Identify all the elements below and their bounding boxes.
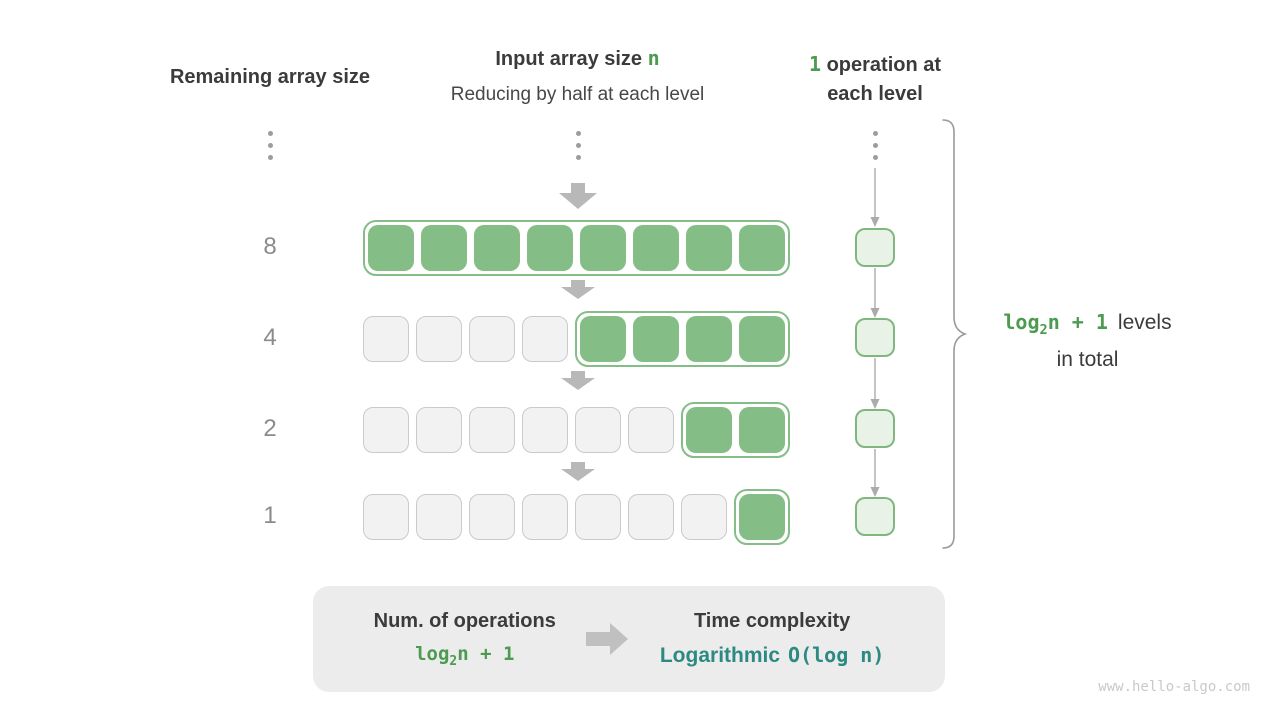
complexity-summary: Time complexity Logarithmic O(log n)	[660, 610, 885, 668]
thin-down-arrow-icon	[870, 268, 880, 318]
active-subarray-group	[681, 402, 790, 458]
active-subarray-group	[363, 220, 790, 276]
array-cell-empty	[628, 407, 674, 453]
array-cell-empty	[363, 494, 409, 540]
levels-total-label: log2n + 1 levels in total	[975, 307, 1200, 375]
array-cell-active	[739, 407, 785, 453]
array-cell-empty	[469, 494, 515, 540]
right-arrow-icon	[585, 623, 628, 655]
levels-formula: log2n + 1	[1003, 310, 1108, 338]
levels-word-2: in total	[1056, 348, 1119, 371]
down-arrow-icon	[561, 462, 595, 481]
array-cell-active	[739, 494, 785, 540]
array-cell-empty	[416, 494, 462, 540]
thin-down-arrow-icon	[870, 358, 880, 409]
array-cell-empty	[522, 407, 568, 453]
array-row-level-2	[363, 402, 790, 458]
down-arrow-icon	[559, 183, 597, 209]
thin-down-arrow-icon	[870, 168, 880, 227]
array-row-level-1	[363, 489, 790, 545]
input-size-variable: n	[647, 46, 660, 70]
operation-box	[855, 409, 895, 448]
complexity-class: Logarithmic	[659, 644, 781, 667]
down-arrow-icon	[561, 371, 595, 390]
input-size-header-text: Input array size	[495, 48, 643, 70]
array-cell-active	[368, 225, 414, 271]
thin-down-arrow-icon	[870, 449, 880, 497]
summary-box: Num. of operations log2n + 1 Time comple…	[313, 586, 945, 692]
operations-header-count: 1	[808, 52, 822, 76]
array-cell-empty	[363, 316, 409, 362]
array-cell-active	[686, 407, 732, 453]
array-cell-empty	[575, 407, 621, 453]
operation-box	[855, 497, 895, 536]
watermark: www.hello-algo.com	[1098, 679, 1250, 695]
array-cell-empty	[416, 407, 462, 453]
array-row-level-8	[363, 220, 790, 276]
active-subarray-group	[734, 489, 790, 545]
array-cell-empty	[575, 494, 621, 540]
array-cell-active	[739, 225, 785, 271]
remaining-size-header: Remaining array size	[169, 66, 371, 88]
complexity-formula: O(log n)	[788, 643, 885, 667]
vertical-ellipsis-icon	[575, 131, 581, 160]
array-cell-empty	[681, 494, 727, 540]
array-cell-empty	[363, 407, 409, 453]
array-cell-active	[580, 316, 626, 362]
remaining-size-label: 1	[263, 502, 277, 529]
curly-brace-icon	[942, 119, 968, 549]
array-cell-active	[686, 225, 732, 271]
vertical-ellipsis-icon	[267, 131, 273, 160]
array-cell-active	[633, 225, 679, 271]
array-cell-active	[739, 316, 785, 362]
complexity-summary-title: Time complexity	[693, 610, 851, 632]
array-row-level-4	[363, 311, 790, 367]
array-cell-empty	[522, 494, 568, 540]
complexity-summary-value: Logarithmic O(log n)	[660, 643, 885, 668]
remaining-size-label: 2	[263, 415, 277, 442]
operations-summary: Num. of operations log2n + 1	[374, 610, 556, 669]
down-arrow-icon	[561, 280, 595, 299]
vertical-ellipsis-icon	[872, 131, 878, 160]
array-cell-empty	[522, 316, 568, 362]
array-cell-active	[580, 225, 626, 271]
operations-summary-title: Num. of operations	[373, 609, 556, 632]
input-size-header: Input array size n	[375, 46, 780, 71]
operations-header: 1 operation at each level	[765, 50, 985, 109]
array-cell-empty	[469, 316, 515, 362]
array-cell-active	[686, 316, 732, 362]
array-cell-empty	[469, 407, 515, 453]
input-size-subtitle: Reducing by half at each level	[450, 84, 705, 105]
remaining-size-label: 8	[263, 233, 277, 260]
operations-header-line1: operation at	[821, 54, 942, 76]
operation-box	[855, 318, 895, 357]
array-cell-active	[527, 225, 573, 271]
array-cell-empty	[628, 494, 674, 540]
array-cell-active	[633, 316, 679, 362]
levels-word: levels	[1117, 311, 1172, 334]
active-subarray-group	[575, 311, 790, 367]
array-cell-active	[474, 225, 520, 271]
array-cell-active	[421, 225, 467, 271]
operations-summary-value: log2n + 1	[415, 642, 515, 669]
operations-header-line2: each level	[827, 83, 923, 105]
array-cell-empty	[416, 316, 462, 362]
remaining-size-label: 4	[263, 324, 277, 351]
operation-box	[855, 228, 895, 267]
